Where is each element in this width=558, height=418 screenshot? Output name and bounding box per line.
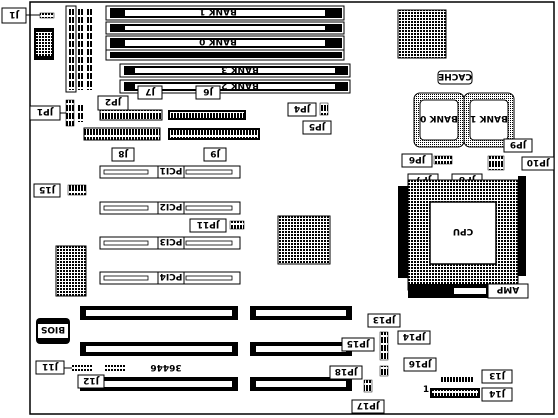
jp10-jumper: JP10 — [521, 156, 555, 171]
pin-marks-label: 36446 — [150, 362, 181, 372]
j6-label: J6 — [203, 86, 214, 96]
keyboard-controller-chip — [397, 9, 447, 59]
pci3-label: PCI3 — [160, 236, 183, 246]
jp6-jumper: JP6 — [401, 153, 453, 168]
jp18-jumper: JP18 — [329, 365, 363, 380]
pci-slot-1: PCI1 — [99, 165, 241, 179]
j6-header: J6 — [168, 85, 246, 120]
j8-label: J8 — [118, 148, 129, 158]
jp14-jumper: JP14 — [397, 330, 431, 345]
j15-label: J15 — [39, 184, 56, 194]
jp11-jumper: JP11 — [189, 218, 245, 233]
jp1-label: JP1 — [37, 106, 54, 116]
jp4-label: JP4 — [294, 103, 311, 113]
bios-chip: BIOS — [36, 318, 70, 344]
pci4-label: PCI4 — [160, 271, 183, 281]
j7-header: J7 — [99, 85, 163, 121]
j14-header: 1 J14 — [423, 385, 513, 402]
jp17-jumper: JP17 — [351, 379, 385, 414]
jp16-jumper: JP16 — [403, 357, 437, 372]
power-connector — [34, 28, 54, 60]
jp7-label: JP7 — [415, 174, 432, 184]
simm-bank-2: BANK 2 — [119, 79, 351, 94]
j14-label: J14 — [489, 388, 506, 398]
jp2-label: JP2 — [105, 96, 122, 106]
jp5-label: JP5 — [309, 121, 326, 131]
pin1-label: 1 — [423, 385, 429, 395]
cache-bank1-label: BANK 1 — [470, 113, 508, 123]
cache-bank0-label: BANK 0 — [420, 113, 458, 123]
j8-header: J8 — [83, 127, 161, 162]
j9-header: J9 — [168, 128, 260, 162]
bank0-label: BANK 0 — [199, 36, 237, 46]
cpu-label: CPU — [453, 226, 474, 236]
pci2-label: PCI2 — [160, 201, 183, 211]
simm-bank-3: BANK 3 — [119, 63, 351, 78]
j11-header: J11 — [35, 360, 126, 375]
pci-slot-4: PCI4 — [99, 271, 241, 285]
jp18-label: JP18 — [335, 366, 358, 376]
jp5-jumper: JP5 — [302, 120, 332, 135]
jp1-jumper: JP1 — [29, 99, 75, 127]
jp4-jumper: JP4 — [287, 102, 329, 117]
jp16-label: JP16 — [409, 358, 432, 368]
j12-label: J12 — [83, 375, 100, 385]
jp15-jumper: JP15 — [341, 337, 375, 352]
pci1-label: PCI1 — [160, 165, 183, 175]
pci-slot-3: PCI3 — [99, 236, 241, 250]
cpu-socket: CPU AMP — [398, 176, 529, 299]
simm-bank-1b — [105, 21, 345, 35]
jp8-label: JP8 — [459, 174, 476, 184]
jp9-jumper: JP9 — [503, 138, 533, 153]
amp-label: AMP — [496, 284, 519, 294]
j13-header: J13 — [440, 369, 513, 384]
bank3-label: BANK 3 — [221, 64, 259, 74]
jp13-label: JP13 — [373, 314, 396, 324]
left-power-header — [65, 5, 92, 93]
j7-label: J7 — [145, 86, 156, 96]
bank1-label: BANK 1 — [199, 6, 237, 16]
jp13-jumper: JP13 — [367, 313, 401, 328]
bios-label: BIOS — [41, 324, 65, 334]
j11-label: J11 — [42, 361, 59, 371]
chipset-chip-left — [55, 245, 87, 297]
j15-header: J15 — [33, 183, 87, 198]
jp14-label: JP14 — [403, 331, 426, 341]
jp9-label: JP9 — [510, 139, 527, 149]
cache-label: CACHE — [438, 71, 472, 81]
j9-label: J9 — [210, 148, 221, 158]
jp11-label: JP11 — [197, 219, 220, 229]
chipset-chip-center — [277, 215, 331, 265]
isa-slots — [80, 306, 352, 391]
jp15-label: JP15 — [347, 338, 370, 348]
j1-header: J1 — [1, 7, 55, 24]
jp6-label: JP6 — [409, 154, 426, 164]
simm-bank-0: BANK 0 — [105, 35, 345, 51]
simm-bank-1: BANK 1 — [105, 5, 345, 21]
jumper-cluster-pins — [379, 331, 389, 377]
jp17-label: JP17 — [357, 400, 380, 410]
jp10-label: JP10 — [527, 157, 550, 167]
j1-label: J1 — [9, 9, 20, 19]
bank2-label: BANK 2 — [221, 80, 259, 90]
j13-label: J13 — [489, 370, 506, 380]
simm-bank-0b — [105, 49, 345, 61]
pci-slot-2: PCI2 — [99, 201, 241, 215]
cache-area: CACHE BANK 0 BANK 1 — [413, 70, 515, 148]
j12-header: J12 — [77, 374, 105, 389]
